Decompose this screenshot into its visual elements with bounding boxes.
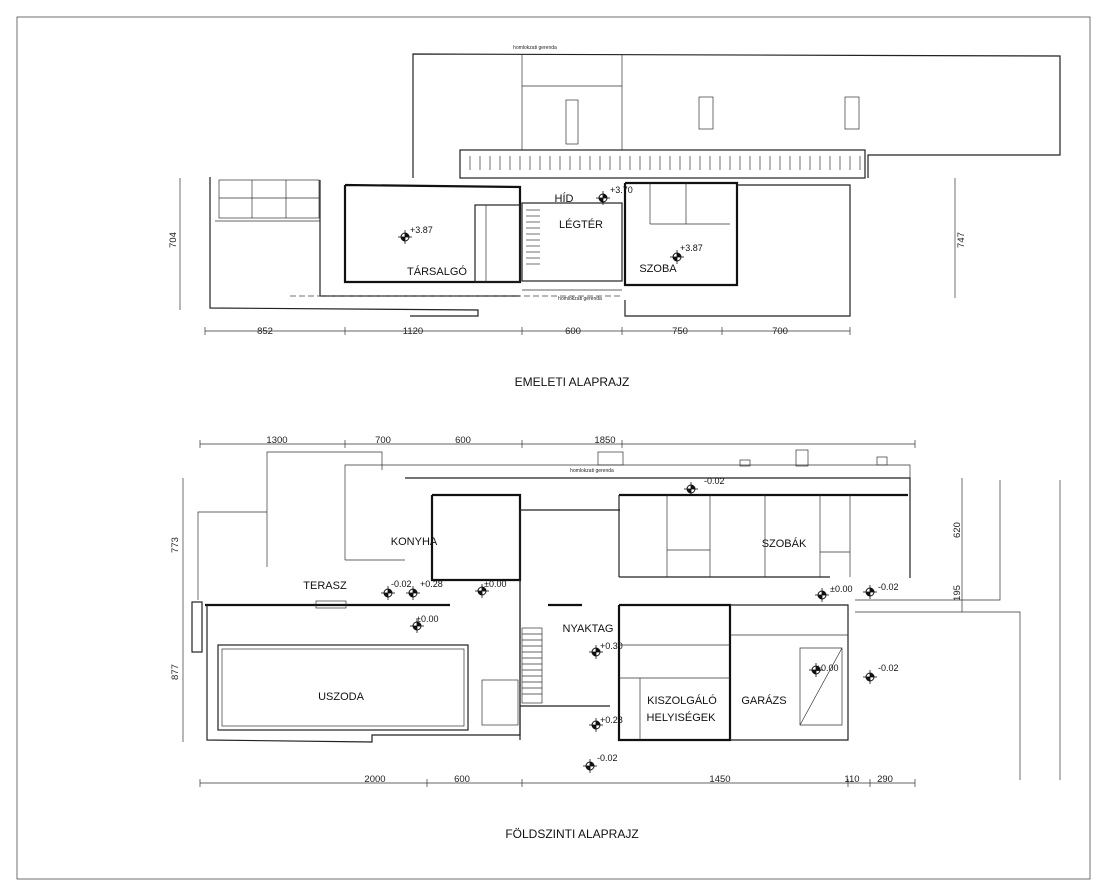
dim-upper-1: 1120 (403, 326, 423, 337)
level-7: +0.30 (600, 641, 623, 651)
dim-bottom-4: 290 (877, 774, 893, 785)
room-label-legter: LÉGTÉR (559, 218, 603, 231)
level-marker-icon (596, 191, 610, 205)
level-hid: +3.70 (610, 185, 633, 195)
level-6: ±0.00 (830, 584, 852, 594)
level-marker-icon (475, 584, 489, 598)
level-marker-icon (863, 670, 877, 684)
level-10: +0.28 (600, 715, 623, 725)
upper-floor-plan: homlokzati gerenda TÁRSALGÓ HÍD (168, 45, 1061, 389)
dim-upper-0: 852 (257, 326, 273, 337)
room-label-szobak: SZOBÁK (762, 537, 807, 550)
steps (191, 601, 203, 653)
level-marker-icon (410, 619, 424, 633)
beam-label-top: homlokzati gerenda (513, 45, 557, 51)
dim-right-1: 195 (952, 585, 963, 601)
dim-top-2: 600 (455, 435, 471, 446)
dim-bottom-0: 2000 (364, 774, 385, 785)
room-label-uszoda: USZODA (318, 691, 365, 703)
dim-left-0: 773 (170, 537, 181, 553)
beam-label-bottom: homlokzati gerenda (558, 296, 602, 302)
glass-block (218, 179, 320, 219)
level-marker-icon (583, 759, 597, 773)
room-label-terasz: TERASZ (303, 580, 347, 592)
pool (217, 644, 469, 731)
dim-upper-3: 750 (672, 326, 688, 337)
level-marker-icon (398, 230, 412, 244)
dim-upper-right: 747 (956, 232, 967, 248)
level-2: +0.28 (420, 579, 443, 589)
upper-plan-title: EMELETI ALAPRAJZ (515, 375, 630, 389)
level-marker-icon (670, 250, 684, 264)
room-label-hid: HÍD (555, 192, 574, 205)
level-9: -0.02 (878, 663, 899, 673)
level-marker-icon (809, 663, 823, 677)
level-4: ±0.00 (416, 614, 438, 624)
room-label-konyha: KONYHA (391, 536, 438, 548)
room-label-tarsalgo: TÁRSALGÓ (407, 265, 467, 278)
dim-bottom-3: 110 (844, 774, 859, 785)
level-marker-icon (815, 588, 829, 602)
level-marker-icon (684, 482, 698, 496)
dim-right-0: 620 (952, 522, 963, 538)
level-marker-icon (381, 586, 395, 600)
level-marker-icon (406, 586, 420, 600)
dim-left-1: 877 (170, 664, 181, 680)
room-label-helyisegek: HELYISÉGEK (647, 711, 717, 724)
dim-upper-2: 600 (565, 326, 581, 337)
pergola (459, 149, 866, 179)
room-label-garazs: GARÁZS (741, 694, 786, 707)
level-8: ±0.00 (816, 663, 838, 673)
dim-top-3: 1850 (594, 435, 615, 446)
dim-upper-left: 704 (168, 232, 179, 248)
beam-label: homlokzati gerenda (570, 468, 614, 474)
level-3: ±0.00 (484, 579, 506, 589)
level-marker-icon (589, 645, 603, 659)
dim-upper-4: 700 (772, 326, 788, 337)
skylight (844, 96, 860, 130)
level-marker-icon (589, 718, 603, 732)
dim-top-1: 700 (375, 435, 391, 446)
dim-top-0: 1300 (266, 435, 287, 446)
level-11: -0.02 (597, 753, 618, 763)
level-marker-icon (863, 585, 877, 599)
sheet-border (16, 16, 1091, 880)
level-1: -0.02 (391, 579, 412, 589)
ground-plan-title: FÖLDSZINTI ALAPRAJZ (505, 827, 638, 841)
room-label-nyaktag: NYAKTAG (563, 623, 614, 635)
skylight (698, 96, 714, 130)
dim-bottom-1: 600 (454, 774, 470, 785)
level-0: -0.02 (704, 476, 725, 486)
stair (521, 627, 543, 704)
dim-bottom-2: 1450 (709, 774, 730, 785)
void-legter (521, 202, 623, 282)
ground-floor-plan: 1300 700 600 1850 homlokzati gerenda (170, 435, 1061, 841)
level-tarsalgo: +3.87 (410, 225, 433, 235)
level-szoba: +3.87 (680, 243, 703, 253)
room-label-szoba: SZOBA (639, 263, 677, 275)
level-5: -0.02 (878, 582, 899, 592)
skylight (565, 99, 579, 145)
room-label-kiszolgalo: KISZOLGÁLÓ (647, 694, 717, 707)
